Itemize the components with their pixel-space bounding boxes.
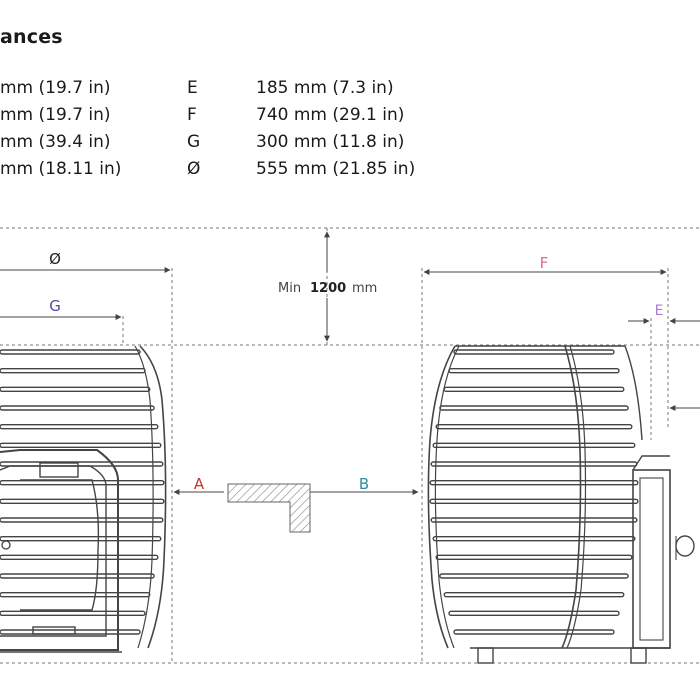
left-heater-slat-3 bbox=[0, 386, 151, 393]
left-heater-slat-14 bbox=[0, 591, 151, 598]
dimension-lines bbox=[0, 231, 700, 495]
spec-left-4: mm (18.11 in) bbox=[0, 159, 122, 179]
right-heater-slat-14 bbox=[443, 591, 625, 598]
right-heater-slat-10 bbox=[430, 517, 638, 523]
label-diameter: Ø bbox=[49, 250, 61, 268]
right-heater-slat-2 bbox=[448, 367, 620, 374]
right-heater-slat-4 bbox=[439, 405, 629, 411]
heater-side-view bbox=[427, 345, 695, 664]
spec-left-2: mm (19.7 in) bbox=[0, 105, 111, 125]
left-heater-slat-10 bbox=[0, 517, 164, 523]
left-heater-slat-1 bbox=[0, 349, 141, 355]
spec-key-g: G bbox=[187, 132, 201, 152]
spec-key-e: E bbox=[187, 78, 198, 98]
left-heater-slat-15 bbox=[0, 610, 146, 617]
right-heater-slat-11 bbox=[432, 535, 636, 542]
right-heater-slat-7 bbox=[430, 461, 638, 467]
spec-left-1: mm (19.7 in) bbox=[0, 78, 111, 98]
dashed-guides bbox=[0, 227, 700, 664]
spec-key-f: F bbox=[187, 105, 197, 125]
spec-value-e: 185 mm (7.3 in) bbox=[256, 78, 394, 98]
label-a: A bbox=[194, 475, 205, 493]
label-g: G bbox=[49, 297, 61, 315]
min-prefix: Min bbox=[278, 281, 301, 296]
min-clearance-label: Min 1200 mm bbox=[278, 281, 377, 296]
spec-key-diameter: Ø bbox=[187, 159, 201, 179]
min-unit: mm bbox=[352, 281, 377, 296]
left-heater-slat-6 bbox=[0, 442, 162, 449]
label-f: F bbox=[540, 254, 549, 272]
right-heater-slat-6 bbox=[432, 442, 636, 449]
left-heater-slat-5 bbox=[0, 423, 159, 430]
heater-front-view bbox=[0, 345, 167, 653]
right-heater-slat-1 bbox=[453, 349, 615, 355]
left-heater-slat-4 bbox=[0, 405, 155, 411]
label-e: E bbox=[655, 303, 664, 319]
min-value: 1200 bbox=[310, 281, 346, 296]
right-heater-slat-15 bbox=[448, 610, 620, 617]
label-b: B bbox=[359, 475, 369, 493]
left-heater-slat-13 bbox=[0, 573, 155, 579]
right-heater-slat-12 bbox=[435, 554, 633, 561]
spec-value-g: 300 mm (11.8 in) bbox=[256, 132, 405, 152]
right-heater-slat-16 bbox=[453, 629, 615, 635]
right-heater-slat-3 bbox=[443, 386, 625, 393]
left-heater-slat-9 bbox=[0, 498, 165, 505]
left-heater-slat-12 bbox=[0, 554, 159, 561]
left-heater-slat-2 bbox=[0, 367, 146, 374]
right-heater-slat-9 bbox=[429, 498, 639, 505]
page-title: ances bbox=[0, 26, 63, 48]
right-heater-slat-8 bbox=[429, 479, 639, 486]
right-heater-slat-5 bbox=[435, 423, 633, 430]
left-heater-slat-11 bbox=[0, 535, 162, 542]
wall-section bbox=[227, 483, 311, 533]
left-heater-slat-8 bbox=[0, 479, 165, 486]
spec-value-diameter: 555 mm (21.85 in) bbox=[256, 159, 416, 179]
spec-left-3: mm (39.4 in) bbox=[0, 132, 111, 152]
right-heater-slat-13 bbox=[439, 573, 629, 579]
spec-value-f: 740 mm (29.1 in) bbox=[256, 105, 405, 125]
